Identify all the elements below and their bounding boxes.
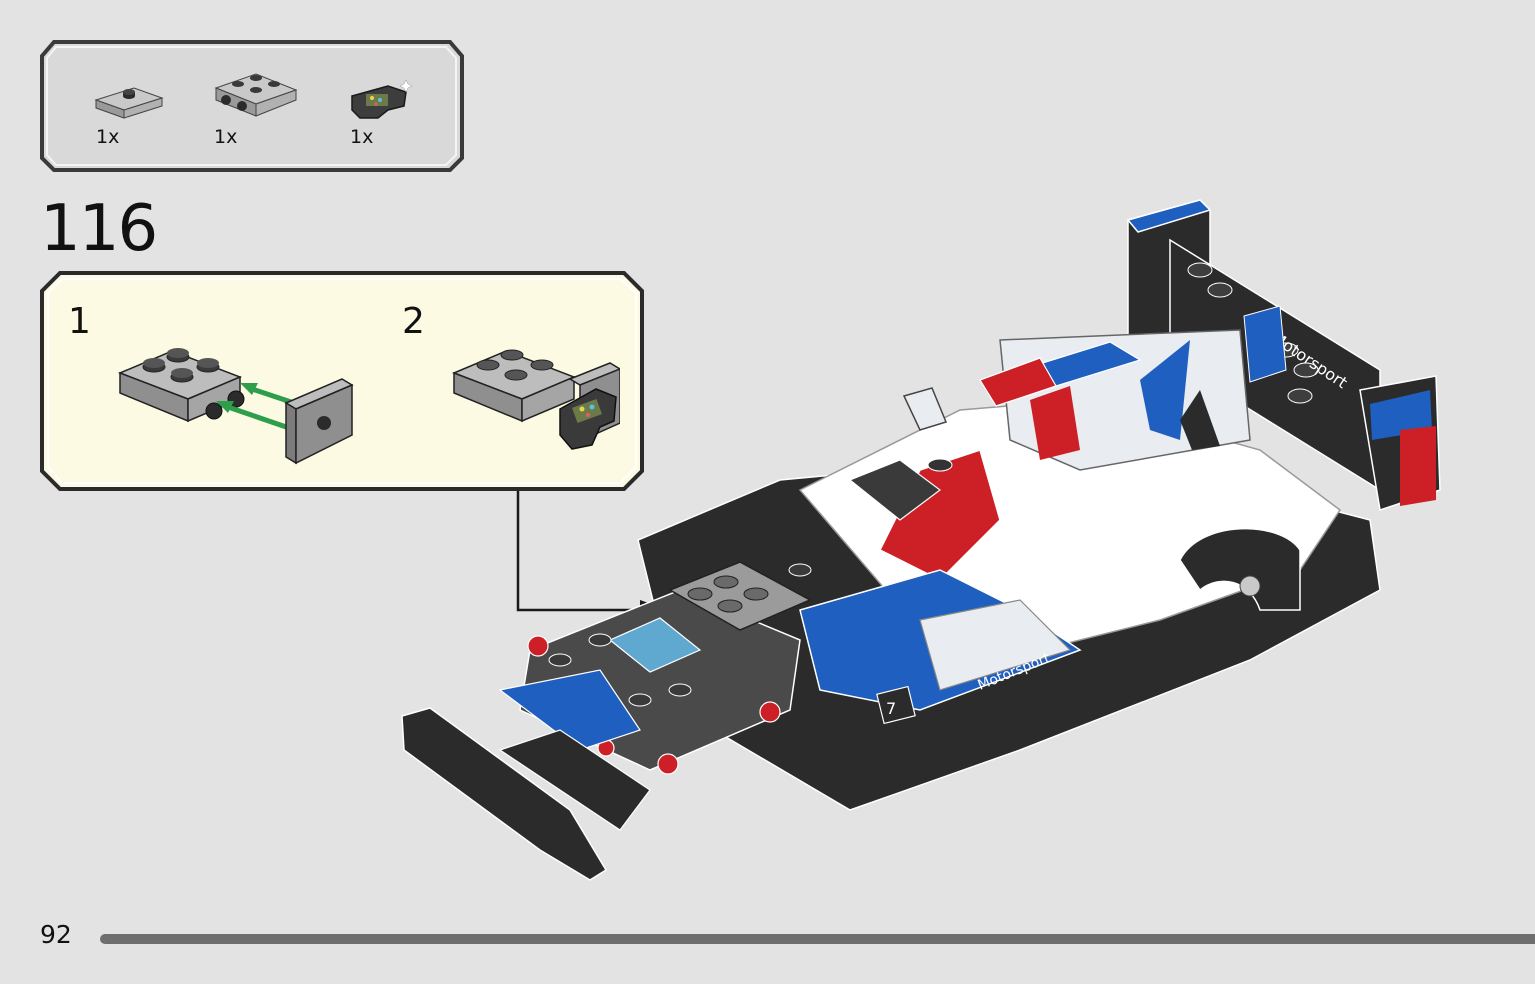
- parts-item-quantity: 1x: [96, 126, 120, 148]
- steering-wheel-tile-icon: [351, 79, 413, 119]
- step-number: 116: [40, 192, 158, 266]
- page-progress-bar: [100, 934, 1535, 944]
- page-number: 92: [40, 920, 72, 949]
- cockpit-red-panel: [878, 449, 1001, 581]
- wheel-arch: [1179, 527, 1301, 611]
- front-splitter: [401, 707, 608, 881]
- bracket-plate-2x2-icon: [214, 73, 298, 117]
- parts-list-box: 1x 1x 1x: [40, 40, 464, 172]
- new-bracket-placement: [668, 561, 812, 631]
- race-car-model-illustration: Motorsport Motorsport 7: [401, 199, 1441, 881]
- substep-label: 2: [402, 301, 425, 342]
- substep-callout-box: 1 2: [40, 271, 644, 491]
- substep-2-illustration: [451, 349, 620, 450]
- plate-1x2-center-stud-icon: [94, 87, 164, 119]
- parts-item-quantity: 1x: [214, 126, 238, 148]
- parts-item-quantity: 1x: [350, 126, 374, 148]
- parts-item: 1x: [212, 66, 302, 148]
- substep-label: 1: [68, 301, 91, 342]
- car-number-decal: 7: [886, 699, 896, 718]
- parts-item: 1x: [348, 79, 414, 148]
- parts-item: 1x: [94, 80, 164, 148]
- substep-1-illustration: [117, 348, 354, 465]
